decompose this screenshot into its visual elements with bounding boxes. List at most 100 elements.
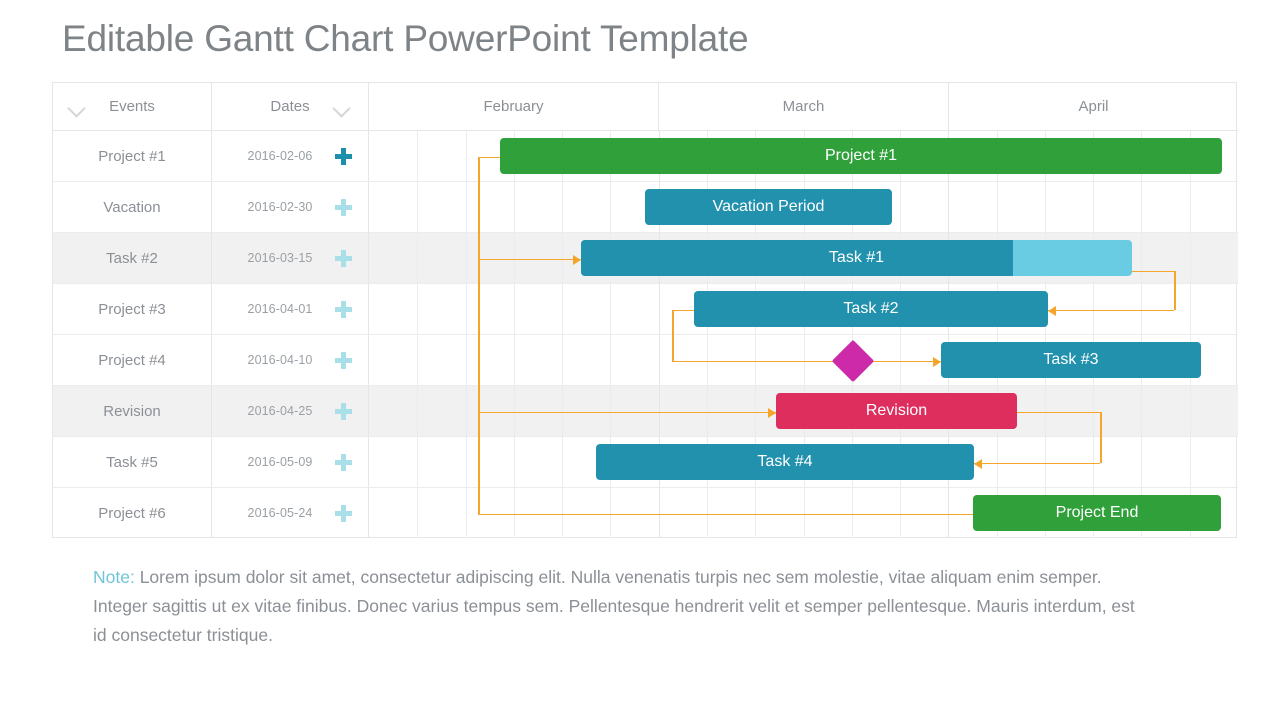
gantt-month-divider xyxy=(948,131,949,538)
month-label: February xyxy=(483,98,544,115)
table-row[interactable]: Vacation 2016-02-30 xyxy=(53,182,1238,233)
column-header-events[interactable]: Events xyxy=(53,83,212,130)
gantt-bar[interactable]: Project #1 xyxy=(500,138,1222,174)
milestone-diamond-icon[interactable] xyxy=(831,339,875,382)
gantt-bar[interactable]: Task #4 xyxy=(596,444,974,480)
row-event-name: Project #6 xyxy=(53,488,212,538)
gantt-bar-label: Task #2 xyxy=(843,300,899,317)
column-header-month-april: April xyxy=(949,83,1238,130)
row-event-name: Vacation xyxy=(53,182,212,232)
gantt-grid-line xyxy=(1141,131,1142,538)
column-header-events-label: Events xyxy=(109,98,155,115)
plus-icon[interactable] xyxy=(335,301,352,318)
gantt-bar[interactable]: Task #2 xyxy=(694,291,1048,327)
plus-icon[interactable] xyxy=(335,505,352,522)
gantt-bar[interactable]: Task #3 xyxy=(941,342,1201,378)
gantt-grid-line xyxy=(1093,131,1094,538)
gantt-grid-line xyxy=(804,131,805,538)
plus-icon[interactable] xyxy=(335,199,352,216)
gantt-bar[interactable]: Project End xyxy=(973,495,1221,531)
dependency-connector xyxy=(672,360,853,363)
dependency-connector xyxy=(1017,411,1100,414)
row-event-name: Project #3 xyxy=(53,284,212,334)
row-date-value: 2016-04-10 xyxy=(247,353,313,367)
row-date-value: 2016-03-15 xyxy=(247,251,313,265)
table-row[interactable]: Project #6 2016-05-24 xyxy=(53,488,1238,539)
gantt-bar-progress xyxy=(581,240,1013,276)
chevron-down-icon[interactable] xyxy=(69,102,86,112)
note-label: Note: xyxy=(93,567,135,587)
connector-arrow-icon xyxy=(1048,305,1056,316)
gantt-grid-line xyxy=(610,131,611,538)
month-label: April xyxy=(1078,98,1109,115)
gantt-grid-line xyxy=(900,131,901,538)
chevron-down-icon[interactable] xyxy=(334,102,351,112)
connector-arrow-icon xyxy=(573,254,581,265)
gantt-grid-line xyxy=(755,131,756,538)
gantt-bar[interactable]: Revision xyxy=(776,393,1017,429)
gantt-bar-label: Revision xyxy=(865,402,928,419)
table-header-row: Events Dates February March April xyxy=(53,83,1238,131)
row-date-value: 2016-05-09 xyxy=(247,455,313,469)
table-row[interactable]: Project #1 2016-02-06 xyxy=(53,131,1238,182)
gantt-grid-line xyxy=(417,131,418,538)
plus-icon[interactable] xyxy=(335,352,352,369)
row-event-name: Project #4 xyxy=(53,335,212,385)
row-date-cell: 2016-03-15 xyxy=(212,233,369,283)
gantt-grid-line xyxy=(1045,131,1046,538)
plus-icon[interactable] xyxy=(335,403,352,420)
gantt-grid-line xyxy=(997,131,998,538)
gantt-bar-label: Vacation Period xyxy=(712,198,825,215)
column-header-month-february: February xyxy=(369,83,659,130)
gantt-grid-line xyxy=(466,131,467,538)
gantt-grid-line xyxy=(1190,131,1191,538)
row-date-cell: 2016-05-09 xyxy=(212,437,369,487)
gantt-grid-line xyxy=(562,131,563,538)
gantt-table: Events Dates February March April Projec… xyxy=(52,82,1238,539)
plus-icon[interactable] xyxy=(335,148,352,165)
dependency-connector xyxy=(974,462,1100,465)
dependency-connector xyxy=(1048,309,1174,312)
column-header-dates[interactable]: Dates xyxy=(212,83,369,130)
row-event-name: Revision xyxy=(53,386,212,436)
month-label: March xyxy=(782,98,825,115)
dependency-connector xyxy=(1132,270,1174,273)
gantt-grid-line xyxy=(514,131,515,538)
dependency-connector xyxy=(478,513,973,516)
row-date-cell: 2016-04-25 xyxy=(212,386,369,436)
column-header-month-march: March xyxy=(659,83,949,130)
gantt-bar-label: Task #3 xyxy=(1043,351,1099,368)
dependency-connector xyxy=(478,156,500,159)
dependency-connector xyxy=(1174,270,1176,310)
plus-icon[interactable] xyxy=(335,454,352,471)
row-date-value: 2016-05-24 xyxy=(247,506,313,520)
row-event-name: Task #2 xyxy=(53,233,212,283)
column-header-dates-label: Dates xyxy=(270,98,310,115)
connector-arrow-icon xyxy=(974,458,982,469)
table-row[interactable]: Task #5 2016-05-09 xyxy=(53,437,1238,488)
note-text: Lorem ipsum dolor sit amet, consectetur … xyxy=(93,567,1135,645)
dependency-connector xyxy=(478,258,581,261)
gantt-bar-label: Project End xyxy=(1055,504,1139,521)
row-date-value: 2016-04-25 xyxy=(247,404,313,418)
dependency-connector xyxy=(672,309,674,361)
row-date-cell: 2016-02-30 xyxy=(212,182,369,232)
row-date-value: 2016-02-30 xyxy=(247,200,313,214)
connector-arrow-icon xyxy=(768,407,776,418)
gantt-grid-line xyxy=(707,131,708,538)
row-date-cell: 2016-02-06 xyxy=(212,131,369,181)
row-date-value: 2016-04-01 xyxy=(247,302,313,316)
gantt-bar[interactable]: Vacation Period xyxy=(645,189,892,225)
gantt-bar-label: Task #4 xyxy=(757,453,813,470)
row-date-cell: 2016-05-24 xyxy=(212,488,369,538)
gantt-bar[interactable]: Task #1 xyxy=(581,240,1132,276)
gantt-bar-label: Project #1 xyxy=(824,147,898,164)
table-row[interactable]: Project #4 2016-04-10 xyxy=(53,335,1238,386)
table-row[interactable]: Project #3 2016-04-01 xyxy=(53,284,1238,335)
plus-icon[interactable] xyxy=(335,250,352,267)
row-date-value: 2016-02-06 xyxy=(247,149,313,163)
row-event-name: Task #5 xyxy=(53,437,212,487)
row-date-cell: 2016-04-10 xyxy=(212,335,369,385)
